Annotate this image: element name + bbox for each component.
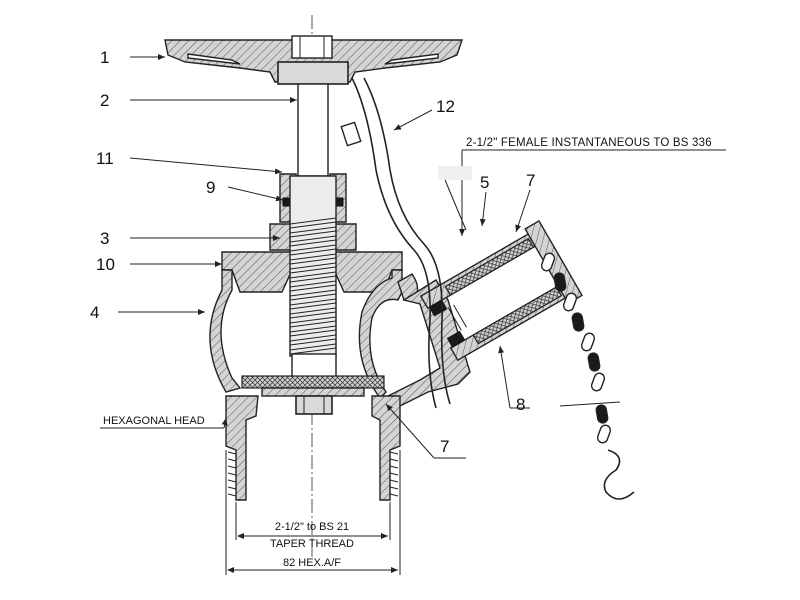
inlet-hex-head <box>225 395 401 501</box>
spindle-thread <box>289 325 337 333</box>
taper-thread-label: TAPER THREAD <box>270 538 354 550</box>
chain-link <box>571 312 585 332</box>
spindle <box>297 83 329 177</box>
spec-placeholder-box <box>438 166 472 180</box>
callout-9: 9 <box>206 178 215 197</box>
callout-leaders <box>100 54 726 459</box>
spindle-thread <box>289 248 337 256</box>
spindle-thread <box>289 226 337 234</box>
spindle-thread <box>289 244 337 252</box>
spindle-thread <box>289 253 337 261</box>
spindle-thread <box>289 302 337 310</box>
spindle-thread <box>289 235 337 243</box>
inlet-thread <box>227 458 237 462</box>
valve-disc <box>241 353 385 415</box>
callout-10: 10 <box>96 255 115 274</box>
spindle-thread <box>289 284 337 292</box>
callout-8: 8 <box>516 395 525 414</box>
spindle-thread <box>289 298 337 306</box>
spindle-thread <box>289 289 337 297</box>
inlet-thread <box>389 472 399 476</box>
threaded-spindle <box>289 175 337 357</box>
chain-link <box>590 372 606 392</box>
inlet-thread <box>227 451 237 455</box>
spindle-thread <box>289 334 337 342</box>
inlet-thread <box>389 493 399 497</box>
callout-4: 4 <box>90 303 99 322</box>
spindle-thread <box>289 262 337 270</box>
handwheel <box>164 35 463 85</box>
spindle-thread <box>289 230 337 238</box>
chain-link <box>587 352 601 372</box>
inlet-thread <box>389 451 399 455</box>
spindle-thread <box>289 307 337 315</box>
inlet-thread <box>227 479 237 483</box>
spindle-thread <box>289 271 337 279</box>
spindle-thread <box>289 343 337 351</box>
spindle-thread <box>289 329 337 337</box>
spindle-thread <box>289 266 337 274</box>
inlet-thread-label: 2-1/2" to BS 21 <box>275 521 349 533</box>
inlet-thread <box>389 486 399 490</box>
inlet-thread <box>389 465 399 469</box>
spindle-thread <box>289 316 337 324</box>
spindle-thread <box>289 221 337 229</box>
chain-link <box>595 404 609 424</box>
inlet-thread <box>227 465 237 469</box>
spindle-thread <box>289 347 337 355</box>
callout-5: 5 <box>480 173 489 192</box>
chain-link <box>553 272 567 292</box>
spindle-thread <box>289 239 337 247</box>
outlet-spec-label: 2-1/2" FEMALE INSTANTANEOUS TO BS 336 <box>466 137 712 149</box>
hex-dimension-label: 82 HEX.A/F <box>283 557 341 569</box>
callout-1: 1 <box>100 48 109 67</box>
callout-3: 3 <box>100 229 109 248</box>
cord-12 <box>340 77 451 409</box>
chain-link <box>562 292 578 312</box>
valve-body <box>209 269 471 409</box>
chain-link <box>596 424 612 444</box>
spindle-thread <box>289 320 337 328</box>
spindle-thread <box>289 338 337 346</box>
s-hook <box>603 449 635 500</box>
inlet-thread <box>227 493 237 497</box>
spindle-thread <box>289 311 337 319</box>
hexagonal-head-label: HEXAGONAL HEAD <box>103 415 205 427</box>
callout-7-outlet: 7 <box>526 171 535 190</box>
callout-11: 11 <box>96 149 114 168</box>
dimension-lines <box>225 450 401 575</box>
chain-link <box>580 332 596 352</box>
chain-link <box>540 252 556 272</box>
inlet-thread <box>389 458 399 462</box>
spindle-thread <box>289 217 337 225</box>
callout-7-inlet: 7 <box>440 437 449 456</box>
inlet-thread <box>389 479 399 483</box>
inlet-thread <box>227 486 237 490</box>
chain <box>540 252 612 444</box>
spindle-thread <box>289 257 337 265</box>
spindle-thread <box>289 293 337 301</box>
inlet-thread <box>227 472 237 476</box>
callout-2: 2 <box>100 91 109 110</box>
spindle-thread <box>289 275 337 283</box>
spindle-thread <box>289 280 337 288</box>
callout-12: 12 <box>436 97 455 116</box>
